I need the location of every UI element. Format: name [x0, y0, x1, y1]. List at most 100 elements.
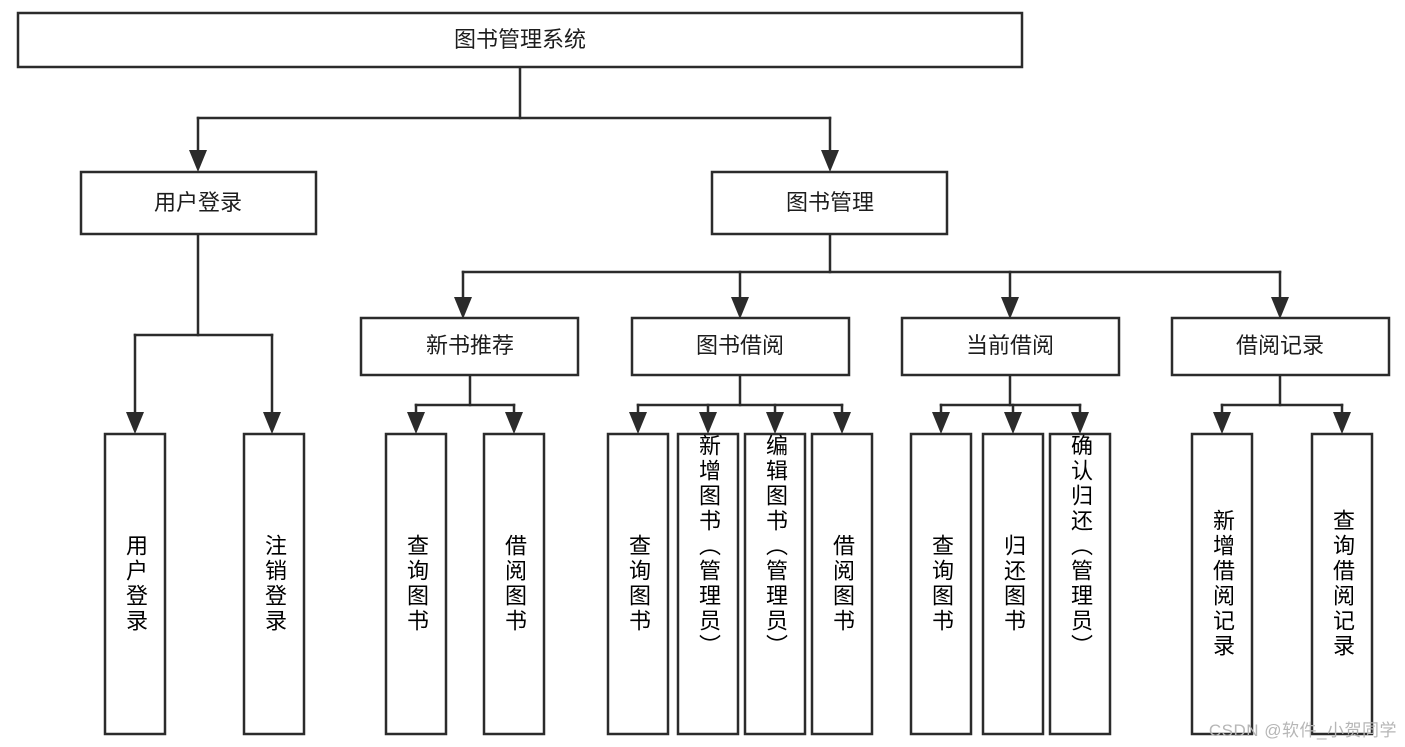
node-leaf-query-book-cur-box[interactable]	[909, 432, 973, 736]
arrow-to-leaf-query-book-rec	[407, 412, 425, 434]
node-book-borrow[interactable]: 图书借阅	[630, 316, 851, 377]
node-leaf-query-book-rec-box[interactable]	[384, 432, 448, 736]
node-leaf-query-book-brw[interactable]: 查询图书	[606, 432, 670, 736]
arrow-to-leaf-query-book-cur	[932, 412, 950, 434]
node-leaf-add-borrow-record[interactable]: 新增借阅记录	[1190, 432, 1254, 736]
node-leaf-borrow-book-brw-box[interactable]	[810, 432, 874, 736]
node-leaf-user-login-box[interactable]	[103, 432, 167, 736]
node-leaf-return-book-label: 归还图书	[1001, 534, 1026, 634]
node-user-login[interactable]: 用户登录	[79, 170, 318, 236]
node-leaf-query-borrow-record-label: 查询借阅记录	[1330, 509, 1355, 659]
connector-group-borrow-record	[1213, 373, 1351, 434]
arrow-to-leaf-add-book-admin	[699, 412, 717, 434]
node-leaf-borrow-book-rec-label: 借阅图书	[502, 534, 527, 634]
node-leaf-logout-login-box[interactable]	[242, 432, 306, 736]
arrow-to-leaf-query-borrow-record	[1333, 412, 1351, 434]
node-leaf-edit-book-admin-box[interactable]	[743, 432, 807, 736]
arrow-to-current-borrow	[1001, 297, 1019, 319]
node-leaf-edit-book-admin-textwrap: 编辑图书（管理员）	[763, 434, 788, 659]
node-leaf-return-book-textwrap: 归还图书	[1001, 534, 1026, 634]
node-book-manage-box[interactable]	[710, 170, 949, 236]
node-leaf-query-book-brw-textwrap: 查询图书	[626, 534, 651, 634]
node-leaf-logout-login-label: 注销登录	[262, 534, 287, 634]
node-leaf-query-book-rec-label: 查询图书	[404, 534, 429, 634]
node-book-borrow-box[interactable]	[630, 316, 851, 377]
node-leaf-add-book-admin-textwrap: 新增图书（管理员）	[696, 434, 721, 659]
arrow-to-leaf-return-book	[1004, 412, 1022, 434]
node-leaf-user-login-textwrap: 用户登录	[123, 534, 148, 634]
node-leaf-confirm-return-label: 确认归还（管理员）	[1068, 434, 1093, 659]
arrow-to-book-manage	[821, 150, 839, 172]
node-user-login-box[interactable]	[79, 170, 318, 236]
node-leaf-query-book-brw-box[interactable]	[606, 432, 670, 736]
node-current-borrow-label: 当前借阅	[966, 333, 1054, 358]
node-leaf-query-borrow-record-textwrap: 查询借阅记录	[1330, 509, 1355, 659]
connector-group-book-borrow	[629, 373, 851, 434]
node-leaf-add-book-admin-box[interactable]	[676, 432, 740, 736]
arrow-to-leaf-user-login	[126, 412, 144, 434]
connector-group-new-book-recommend	[407, 373, 523, 434]
node-current-borrow-box[interactable]	[900, 316, 1121, 377]
arrow-to-leaf-query-book-brw	[629, 412, 647, 434]
node-borrow-record[interactable]: 借阅记录	[1170, 316, 1391, 377]
node-leaf-borrow-book-rec[interactable]: 借阅图书	[482, 432, 546, 736]
node-new-book-recommend-label: 新书推荐	[426, 333, 514, 358]
connector-group-book-manage	[454, 232, 1289, 319]
node-leaf-confirm-return-textwrap: 确认归还（管理员）	[1068, 434, 1093, 659]
arrow-to-leaf-borrow-book-rec	[505, 412, 523, 434]
node-leaf-add-borrow-record-box[interactable]	[1190, 432, 1254, 736]
node-book-manage-label: 图书管理	[786, 190, 874, 215]
node-leaf-query-book-cur[interactable]: 查询图书	[909, 432, 973, 736]
node-root[interactable]: 图书管理系统	[16, 11, 1024, 69]
node-leaf-add-book-admin-label: 新增图书（管理员）	[696, 434, 721, 659]
node-root-label: 图书管理系统	[454, 27, 586, 52]
node-leaf-logout-login-textwrap: 注销登录	[262, 534, 287, 634]
node-leaf-query-book-rec[interactable]: 查询图书	[384, 432, 448, 736]
node-leaf-query-book-brw-label: 查询图书	[626, 534, 651, 634]
node-leaf-edit-book-admin-label: 编辑图书（管理员）	[763, 434, 788, 659]
node-leaf-edit-book-admin[interactable]: 编辑图书（管理员）	[743, 432, 807, 736]
node-leaf-user-login[interactable]: 用户登录	[103, 432, 167, 736]
arrow-to-leaf-add-borrow-record	[1213, 412, 1231, 434]
connector-group-root	[189, 65, 839, 172]
node-book-manage[interactable]: 图书管理	[710, 170, 949, 236]
connector-group-current-borrow	[932, 373, 1089, 434]
arrow-to-leaf-confirm-return	[1071, 412, 1089, 434]
node-leaf-borrow-book-rec-textwrap: 借阅图书	[502, 534, 527, 634]
node-new-book-recommend-box[interactable]	[359, 316, 580, 377]
node-leaf-borrow-book-brw[interactable]: 借阅图书	[810, 432, 874, 736]
node-leaf-logout-login[interactable]: 注销登录	[242, 432, 306, 736]
node-leaf-borrow-book-brw-label: 借阅图书	[830, 534, 855, 634]
arrow-to-user-login	[189, 150, 207, 172]
arrow-to-leaf-borrow-book-brw	[833, 412, 851, 434]
node-root-box[interactable]	[16, 11, 1024, 69]
node-leaf-query-borrow-record[interactable]: 查询借阅记录	[1310, 432, 1374, 736]
arrow-to-book-borrow	[731, 297, 749, 319]
node-leaf-confirm-return-box[interactable]	[1048, 432, 1112, 736]
arrow-to-new-book-recommend	[454, 297, 472, 319]
node-leaf-borrow-book-rec-box[interactable]	[482, 432, 546, 736]
node-new-book-recommend[interactable]: 新书推荐	[359, 316, 580, 377]
node-leaf-return-book[interactable]: 归还图书	[981, 432, 1045, 736]
arrow-to-borrow-record	[1271, 297, 1289, 319]
node-leaf-query-book-rec-textwrap: 查询图书	[404, 534, 429, 634]
node-leaf-query-book-cur-textwrap: 查询图书	[929, 534, 954, 634]
node-leaf-add-book-admin[interactable]: 新增图书（管理员）	[676, 432, 740, 736]
node-user-login-label: 用户登录	[154, 190, 242, 215]
node-leaf-query-book-cur-label: 查询图书	[929, 534, 954, 634]
arrow-to-leaf-logout-login	[263, 412, 281, 434]
arrow-to-leaf-edit-book-admin	[766, 412, 784, 434]
node-leaf-borrow-book-brw-textwrap: 借阅图书	[830, 534, 855, 634]
node-leaf-add-borrow-record-label: 新增借阅记录	[1210, 509, 1235, 659]
connector-group-user-login	[126, 232, 281, 434]
node-leaf-query-borrow-record-box[interactable]	[1310, 432, 1374, 736]
node-leaf-confirm-return[interactable]: 确认归还（管理员）	[1048, 432, 1112, 736]
node-borrow-record-box[interactable]	[1170, 316, 1391, 377]
node-book-borrow-label: 图书借阅	[696, 333, 784, 358]
node-current-borrow[interactable]: 当前借阅	[900, 316, 1121, 377]
node-leaf-user-login-label: 用户登录	[123, 534, 148, 634]
node-leaf-return-book-box[interactable]	[981, 432, 1045, 736]
node-borrow-record-label: 借阅记录	[1236, 333, 1324, 358]
